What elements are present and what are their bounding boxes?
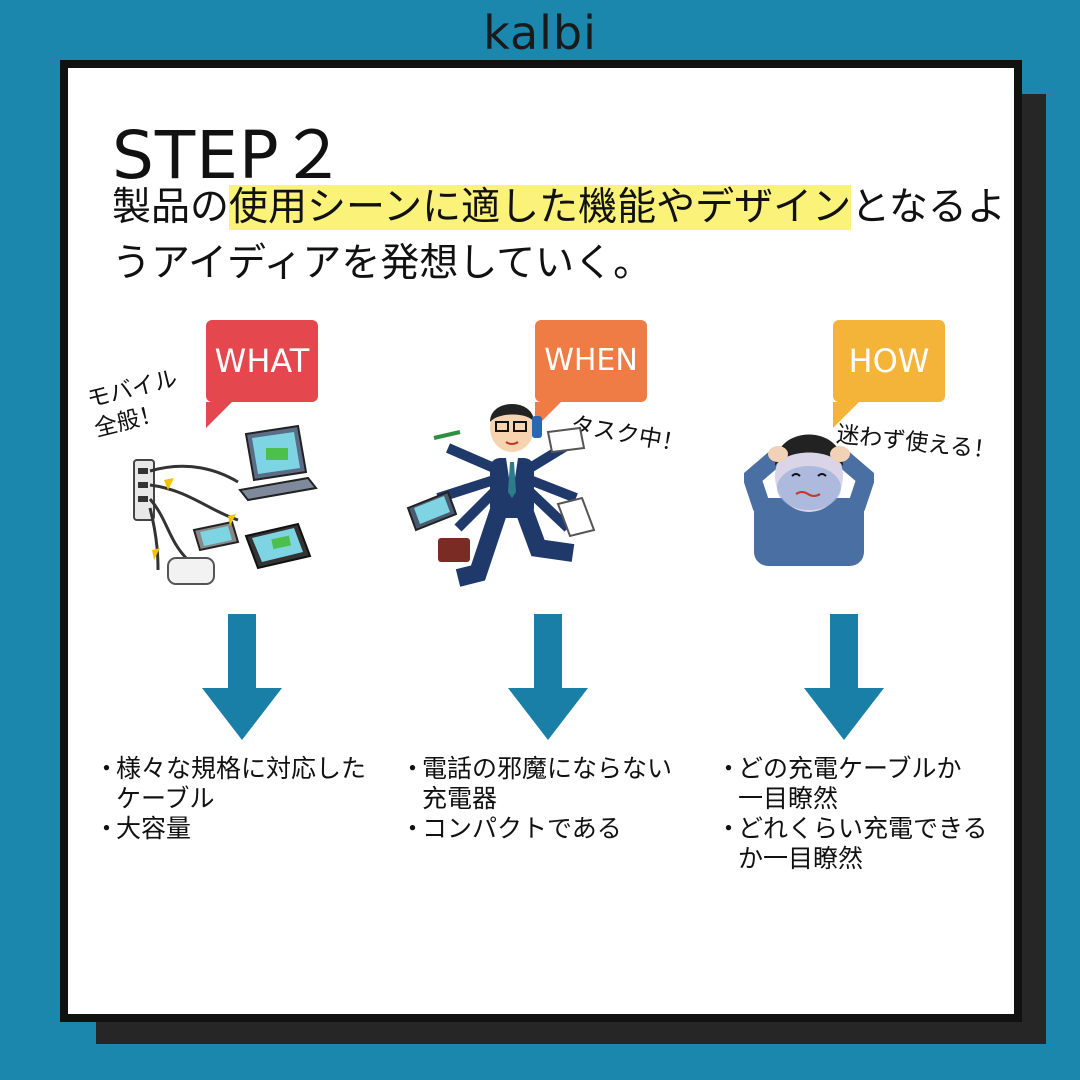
brand-logo: kalbi (483, 6, 597, 60)
what-bubble: WHAT (206, 320, 318, 428)
busy-businessman-illustration (406, 404, 596, 587)
list-item: ・様々な規格に対応した ケーブル (94, 754, 367, 813)
how-bubble: HOW (833, 320, 945, 428)
how-points: ・どの充電ケーブルか 一目瞭然 ・どれくらい充電できる か一目瞭然 (716, 754, 1016, 874)
when-points: ・電話の邪魔にならない 充電器 ・コンパクトである (400, 754, 700, 844)
charging-devices-illustration (133, 424, 318, 585)
list-item: ・電話の邪魔にならない 充電器 (400, 754, 673, 813)
content-card: STEP２ 製品の使用シーンに適した機能やデザインとなるようアイディアを発想して… (60, 60, 1022, 1022)
list-item: ・コンパクトである (400, 814, 622, 843)
description-highlight: 使用シーンに適した機能やデザイン (229, 185, 852, 230)
down-arrow-icon (202, 614, 282, 740)
what-points: ・様々な規格に対応した ケーブル ・大容量 (94, 754, 394, 844)
list-item: ・大容量 (94, 814, 192, 843)
when-bubble: WHEN (535, 320, 647, 428)
down-arrow-icon (804, 614, 884, 740)
step-title: STEP２ (112, 117, 347, 194)
list-item: ・どの充電ケーブルか 一目瞭然 (716, 754, 962, 813)
list-item: ・どれくらい充電できる か一目瞭然 (716, 814, 988, 873)
description-pre: 製品の (112, 185, 230, 230)
description-post: となるようアイディアを発想していく。 (112, 185, 1006, 286)
step-description: 製品の使用シーンに適した機能やデザインとなるようアイディアを発想していく。 (112, 180, 1012, 292)
down-arrow-icon (508, 614, 588, 740)
confused-person-illustration (744, 434, 874, 566)
